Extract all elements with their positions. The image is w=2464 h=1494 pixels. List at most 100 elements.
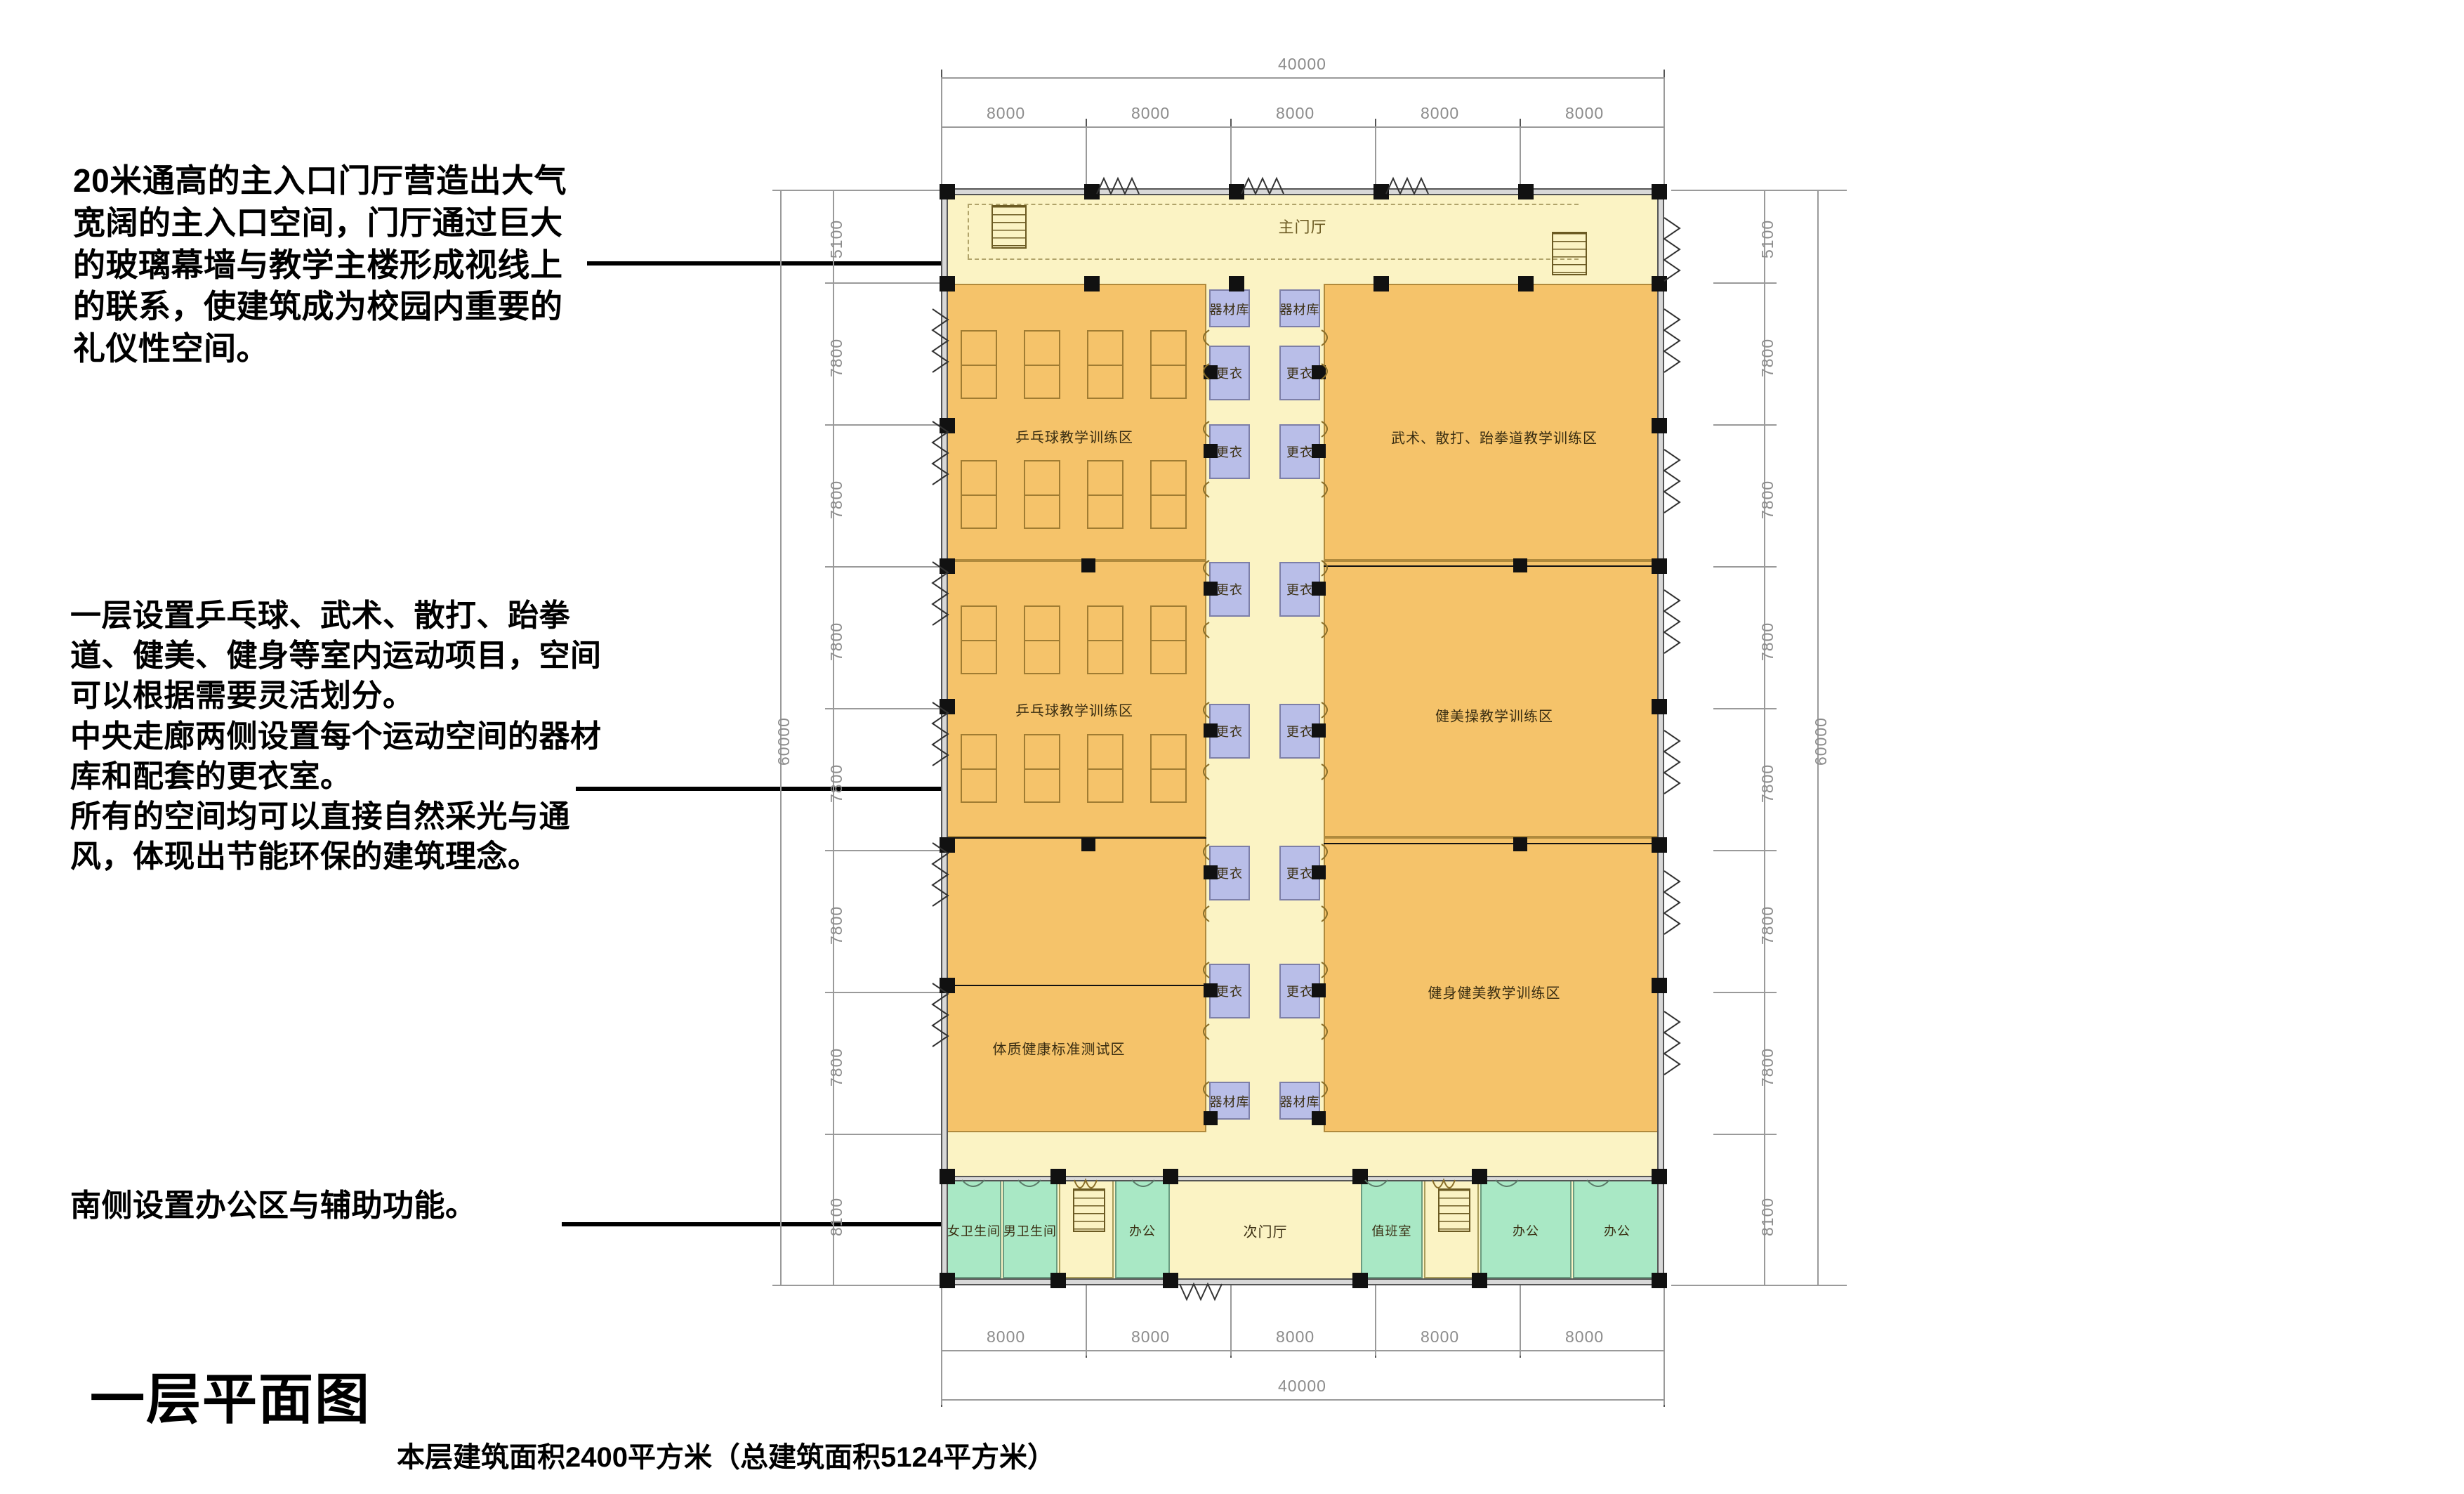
table-tennis-table (1024, 605, 1060, 674)
stair-main-lobby-right (1552, 232, 1587, 275)
top-bay-dim-text: 8000 (1276, 104, 1315, 122)
dim-ext-line (1086, 126, 1087, 193)
structural-column (1229, 184, 1244, 199)
room-label-changing: 更衣 (1286, 985, 1313, 999)
room-label-office: 办公 (1604, 1224, 1630, 1238)
structural-column (1050, 1169, 1066, 1184)
structural-column (1652, 1169, 1667, 1184)
top-overall-dim-line (941, 77, 1664, 79)
structural-column (1652, 699, 1667, 714)
lobby-void-dash-bottom (968, 258, 1579, 260)
structural-column (1204, 582, 1218, 596)
right-bay-dim-text: 5100 (1758, 219, 1777, 258)
room-label-table-tennis-upper: 乒乓球教学训练区 (1015, 430, 1133, 446)
room-label-equipment-store: 器材库 (1209, 1095, 1250, 1109)
room-label-changing: 更衣 (1216, 583, 1243, 597)
structural-column (940, 978, 955, 993)
lobby-void-dash-top (968, 204, 1579, 205)
left-overall-dim-text: 60000 (775, 717, 793, 766)
room-label-fitness-test: 体质健康标准测试区 (992, 1042, 1126, 1058)
structural-column (1204, 1111, 1218, 1125)
dim-ext-line (1671, 190, 1847, 191)
structural-column (1513, 837, 1527, 851)
door-swing-symbols-bottom-row (961, 1178, 1610, 1188)
structural-column (1652, 837, 1667, 853)
sport-zone-left-table-tennis-upper (947, 284, 1206, 561)
structural-column (1163, 1169, 1178, 1184)
bottom-bay-dim-text: 8000 (987, 1328, 1026, 1346)
room-label-changing: 更衣 (1286, 867, 1313, 881)
table-tennis-table (1150, 734, 1187, 803)
structural-grid-line (1324, 843, 1662, 844)
room-female-toilet (947, 1180, 1001, 1278)
bottom-bay-dim-text: 8000 (1421, 1328, 1460, 1346)
room-label-equipment-store: 器材库 (1279, 303, 1320, 317)
left-bay-dim-line (833, 190, 834, 1285)
dim-ext-line (825, 1134, 948, 1135)
structural-column (940, 276, 955, 291)
dim-ext-line (825, 566, 948, 568)
dim-ext-line (1713, 992, 1777, 993)
left-bay-dim-text: 7800 (827, 1047, 845, 1087)
structural-column (1081, 558, 1095, 572)
annotation-main-lobby-description: 20米通高的主入口门厅营造出大气宽阔的主入口空间，门厅通过巨大的玻璃幕墙与教学主… (73, 162, 567, 367)
structural-grid-line (947, 985, 1206, 986)
table-tennis-table (961, 605, 997, 674)
top-bay-dim-line (941, 126, 1664, 128)
top-bay-dim-text: 8000 (987, 104, 1026, 122)
annotation-sport-program-description: 一层设置乒乓球、武术、散打、跆拳道、健美、健身等室内运动项目，空间可以根据需要灵… (70, 598, 602, 874)
structural-column (1204, 983, 1218, 997)
room-secondary-lobby (1171, 1180, 1359, 1278)
sport-zone-right-aerobics (1324, 561, 1662, 837)
dim-ext-line (1230, 1285, 1232, 1356)
room-label-duty-room: 值班室 (1371, 1224, 1412, 1238)
left-bay-dim-text: 7800 (827, 764, 845, 803)
room-label-table-tennis-lower: 乒乓球教学训练区 (1015, 703, 1133, 719)
room-label-changing: 更衣 (1216, 445, 1243, 459)
structural-column (1373, 276, 1389, 291)
right-bay-dim-text: 7800 (1758, 905, 1777, 945)
dim-ext-line (825, 992, 948, 993)
dim-ext-line (825, 282, 948, 284)
room-male-toilet (1003, 1180, 1058, 1278)
structural-column (940, 837, 955, 853)
dim-ext-line (1520, 126, 1521, 193)
structural-column (1312, 983, 1326, 997)
room-equipment-store-right-top (1279, 289, 1320, 327)
top-bay-dim-text: 8000 (1421, 104, 1460, 122)
room-label-changing: 更衣 (1286, 367, 1313, 381)
dim-ext-line (1713, 282, 1777, 284)
structural-column (1050, 1273, 1066, 1288)
bottom-bay-dim-text: 8000 (1565, 1328, 1605, 1346)
table-tennis-table (1087, 605, 1124, 674)
dim-ext-line (1713, 708, 1777, 709)
room-label-changing: 更衣 (1216, 367, 1243, 381)
table-tennis-table (1024, 734, 1060, 803)
room-label-changing: 更衣 (1216, 725, 1243, 739)
lobby-void-dash-left (968, 204, 969, 258)
table-tennis-table (961, 734, 997, 803)
room-label-equipment-store: 器材库 (1209, 303, 1250, 317)
table-tennis-table (1024, 330, 1060, 399)
stair-left-bottom (1073, 1188, 1105, 1232)
structural-column (1513, 558, 1527, 572)
room-label-aerobics: 健美操教学训练区 (1435, 709, 1553, 725)
room-label-changing: 更衣 (1216, 985, 1243, 999)
structural-column (1518, 184, 1534, 199)
room-label-main-lobby: 主门厅 (1278, 218, 1327, 236)
dim-ext-line (1663, 1285, 1665, 1405)
structural-column (1652, 276, 1667, 291)
room-label-equipment-store: 器材库 (1279, 1095, 1320, 1109)
sport-zone-right-martial-arts (1324, 284, 1662, 561)
dim-ext-line (1375, 1285, 1376, 1356)
room-label-bodybuilding: 健身健美教学训练区 (1428, 985, 1561, 1002)
structural-column (1312, 723, 1326, 738)
dim-ext-line (825, 708, 948, 709)
structural-column (1204, 723, 1218, 738)
table-tennis-table (1150, 605, 1187, 674)
stair-right-bottom (1438, 1188, 1470, 1232)
room-office-left (1115, 1180, 1170, 1278)
left-bay-dim-text: 7800 (827, 338, 845, 377)
room-label-changing: 更衣 (1286, 725, 1313, 739)
structural-column (1352, 1273, 1368, 1288)
